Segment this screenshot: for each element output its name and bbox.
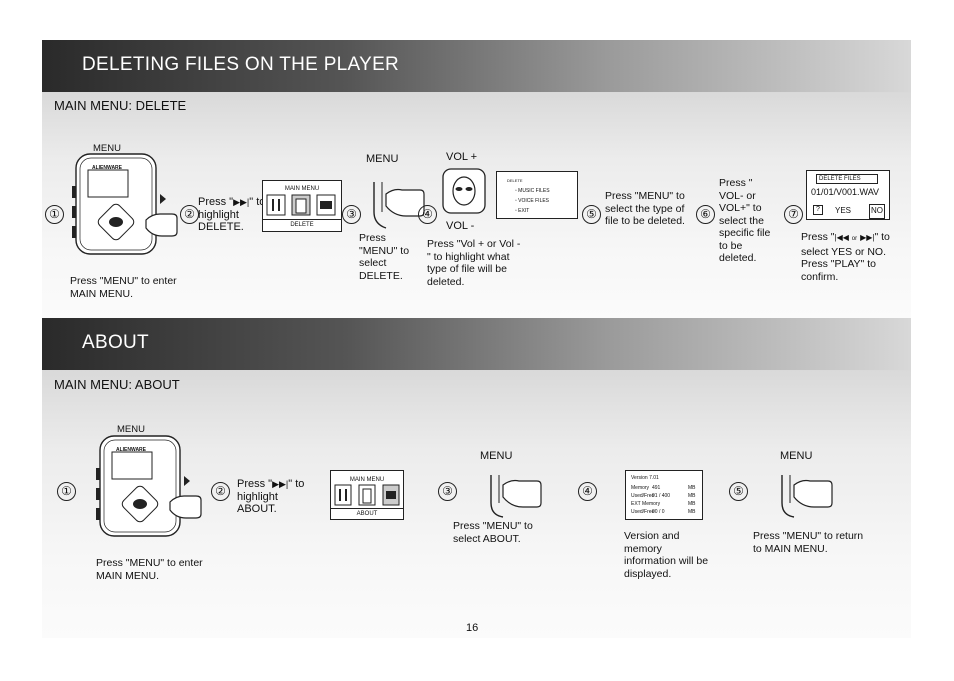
page-number: 16 [466, 622, 479, 634]
finger-press-menu-icon [373, 182, 425, 229]
step-4-number: ④ [578, 482, 597, 501]
step4-screen: DELETE ▫ MUSIC FILES ▫ VOICE FILES ▫ EXI… [496, 171, 578, 219]
memory-label: Memory [631, 485, 650, 491]
option-row: ▫ MUSIC FILES [515, 188, 550, 194]
yes-option: YES [835, 206, 852, 215]
player-brand: ALIENWARE [92, 165, 122, 171]
step4-text: Version and memory information will be d… [624, 530, 709, 580]
step2-screen-title: MAIN MENU [349, 477, 385, 483]
step3-text: Press "MENU" to select DELETE. [359, 232, 410, 282]
no-option: NO [869, 204, 885, 219]
used-free-unit: MB [688, 493, 696, 499]
step2-screen: MAIN MENU ABOUT [330, 470, 404, 520]
step-7-number: ⑦ [784, 205, 803, 224]
step7-text-or: or [851, 236, 858, 242]
question-icon: ? [813, 205, 823, 215]
memory-unit: MB [688, 485, 696, 491]
step4-screen-title: DELETE [507, 178, 523, 183]
step2-text-pre: Press " [237, 478, 273, 490]
ext-used-free-unit: MB [688, 509, 696, 515]
finger-press-menu-icon [490, 475, 542, 518]
step3-menu-label: MENU [480, 450, 513, 462]
version-text: Version 7.01 [631, 475, 659, 481]
finger-press-menu-icon [781, 475, 833, 518]
step2-text-pre: Press " [198, 196, 234, 208]
step2-text-post: " to highlight DELETE. [198, 196, 266, 233]
section-title-delete: DELETING FILES ON THE PLAYER [82, 54, 400, 75]
step-2-number: ② [211, 482, 230, 501]
subtitle-delete: MAIN MENU: DELETE [54, 98, 187, 113]
step-3-number: ③ [438, 482, 457, 501]
step2-screen: MAIN MENU DELETE [262, 180, 342, 232]
vol-plus-label: VOL + [446, 151, 478, 163]
step2-screen-title: MAIN MENU [284, 186, 320, 192]
ext-memory-unit: MB [688, 501, 696, 507]
step4-text: Press "Vol + or Vol -" to highlight what… [427, 238, 521, 288]
menu-icons [266, 194, 336, 216]
step5-text: Press "MENU" to return to MAIN MENU. [753, 530, 864, 555]
step5-menu-label: MENU [780, 450, 813, 462]
step2-screen-caption: DELETE [263, 219, 341, 230]
player-device-icon [96, 435, 202, 537]
skip-forward-icon: ▶▶| [860, 233, 875, 242]
ext-used-free-label: Used/Free [631, 509, 655, 515]
step2-text: Press "▶▶|" to highlight DELETE. [198, 196, 268, 234]
step1-text: Press "MENU" to enter MAIN MENU. [96, 557, 203, 582]
step2-screen-caption: ABOUT [331, 508, 403, 519]
player-menu-label: MENU [117, 424, 145, 435]
subtitle-about: MAIN MENU: ABOUT [54, 377, 180, 392]
skip-forward-icon: ▶▶| [272, 479, 289, 489]
section-header-delete: DELETING FILES ON THE PLAYER [42, 40, 911, 92]
step3-menu-label: MENU [366, 153, 399, 165]
menu-icons [334, 484, 400, 506]
skip-forward-icon: ▶▶| [233, 197, 250, 207]
memory-value: 491 [652, 485, 661, 491]
step-5-number: ⑤ [729, 482, 748, 501]
step-1-number: ① [45, 205, 64, 224]
step6-text: Press " VOL- or VOL+" to select the spec… [719, 177, 771, 264]
player-menu-label: MENU [93, 143, 121, 154]
step7-text: Press "|◀◀ or ▶▶|" to select YES or NO. … [801, 231, 911, 283]
step7-screen-title: DELETE FILES [816, 174, 878, 184]
section-title-about: ABOUT [82, 332, 149, 353]
ext-used-free-value: 00 / 0 [652, 509, 665, 515]
ext-memory-label: EXT Memory [631, 501, 661, 507]
step-5-number: ⑤ [582, 205, 601, 224]
step-4-number: ④ [418, 205, 437, 224]
option-row: ▫ EXIT [515, 208, 530, 214]
step7-text-pre: Press " [801, 231, 835, 243]
step-2-number: ② [180, 205, 199, 224]
used-free-label: Used/Free [631, 493, 655, 499]
section-header-about: ABOUT [42, 318, 911, 370]
vol-minus-label: VOL - [446, 220, 475, 232]
step2-text-post: " to highlight ABOUT. [237, 478, 305, 515]
step7-text-post: " to select YES or NO. Press "PLAY" to c… [801, 231, 890, 283]
alien-button-icon [442, 168, 486, 214]
player-device-icon [72, 153, 178, 255]
step2-text: Press "▶▶|" to highlight ABOUT. [237, 478, 307, 516]
step-1-number: ① [57, 482, 76, 501]
step4-about-screen: Version 7.01 Memory 491 MB Used/Free 91 … [625, 470, 703, 520]
step-3-number: ③ [342, 205, 361, 224]
step-6-number: ⑥ [696, 205, 715, 224]
skip-back-icon: |◀◀ [834, 233, 849, 242]
option-row: ▫ VOICE FILES [515, 198, 550, 204]
step5-text: Press "MENU" to select the type of file … [605, 190, 685, 227]
step1-text: Press "MENU" to enter MAIN MENU. [70, 275, 177, 300]
step7-screen-file: 01/01/V001.WAV [811, 187, 880, 197]
player-brand: ALIENWARE [116, 447, 146, 453]
step7-screen: DELETE FILES 01/01/V001.WAV ? YES NO [806, 170, 890, 220]
step3-text: Press "MENU" to select ABOUT. [453, 520, 533, 545]
used-free-value: 91 / 400 [652, 493, 671, 499]
